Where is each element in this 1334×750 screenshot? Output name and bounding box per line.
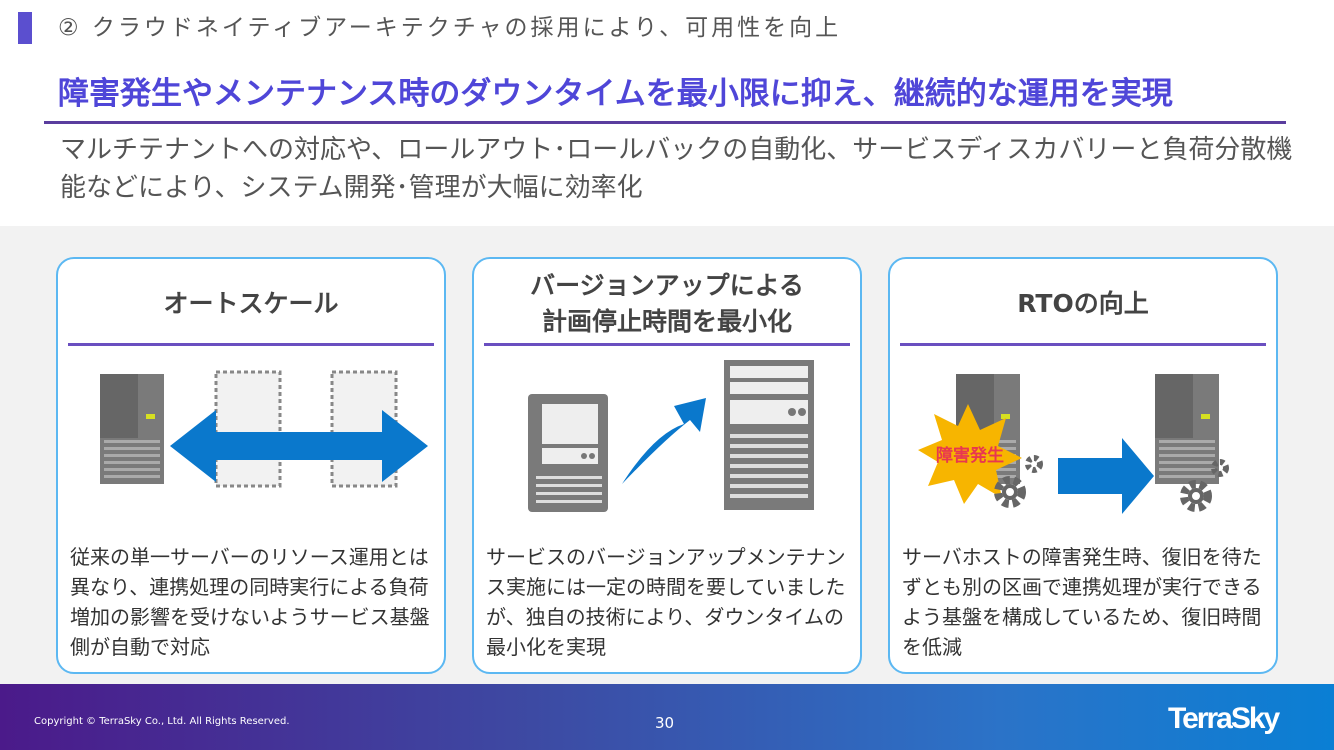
server-icon [100, 374, 164, 484]
double-arrow-icon [170, 410, 428, 482]
standby-server-icon [1155, 374, 1219, 484]
version-up-illustration [528, 360, 814, 512]
card-divider [900, 343, 1266, 346]
card-body: サービスのバージョンアップメンテナンス実施には一定の時間を要していましたが、独自… [486, 545, 846, 659]
card-title-line1: バージョンアップによる [530, 271, 804, 300]
copyright: Copyright © TerraSky Co., Ltd. All Right… [34, 716, 290, 727]
section-marker [18, 12, 32, 44]
card-title: オートスケール [163, 289, 339, 318]
failure-badge: 障害発生 [936, 445, 1004, 466]
lead-text: マルチテナントへの対応や、ロールアウト･ロールバックの自動化、サービスディスカバ… [60, 135, 1293, 203]
slide-header: ② クラウドネイティブアーキテクチャの採用により、可用性を向上 障害発生やメンテ… [0, 0, 1334, 226]
gear-icon [1180, 459, 1229, 512]
card-rto: RTOの向上 障害発生 サーバホストの障害発生時、復旧を待たずとも別の区画で連携… [888, 257, 1278, 674]
autoscale-illustration [100, 370, 428, 488]
rto-illustration: 障害発生 [918, 374, 1229, 514]
card-divider [484, 343, 850, 346]
failure-burst-icon [918, 404, 1022, 504]
section-title: ② クラウドネイティブアーキテクチャの採用により、可用性を向上 [58, 15, 842, 41]
headline: 障害発生やメンテナンス時のダウンタイムを最小限に抑え、継続的な運用を実現 [58, 76, 1173, 112]
old-server-icon [528, 394, 608, 512]
footer: Copyright © TerraSky Co., Ltd. All Right… [0, 684, 1334, 750]
card-body: サーバホストの障害発生時、復旧を待たずとも別の区画で連携処理が実行できるよう基盤… [902, 545, 1262, 659]
scaled-server-placeholder [214, 370, 282, 488]
card-autoscale: オートスケール 従来の単一サーバーのリソース運用とは異なり、連携処理の同時実行に… [56, 257, 446, 674]
failover-arrow-icon [1058, 438, 1154, 514]
card-divider [68, 343, 434, 346]
gear-icon [994, 455, 1043, 508]
card-body: 従来の単一サーバーのリソース運用とは異なり、連携処理の同時実行による負荷増加の影… [70, 545, 430, 659]
card-title: RTOの向上 [1017, 289, 1149, 318]
new-server-icon [724, 360, 814, 510]
card-version-up: バージョンアップによる 計画停止時間を最小化 サービスのバージョンアップメンテナ… [472, 257, 862, 674]
page-number: 30 [655, 714, 675, 732]
headline-divider [44, 121, 1286, 124]
upgrade-arrow-icon [622, 398, 706, 484]
terrasky-logo: TerraSky [1168, 702, 1280, 735]
card-title-line2: 計画停止時間を最小化 [541, 307, 792, 336]
